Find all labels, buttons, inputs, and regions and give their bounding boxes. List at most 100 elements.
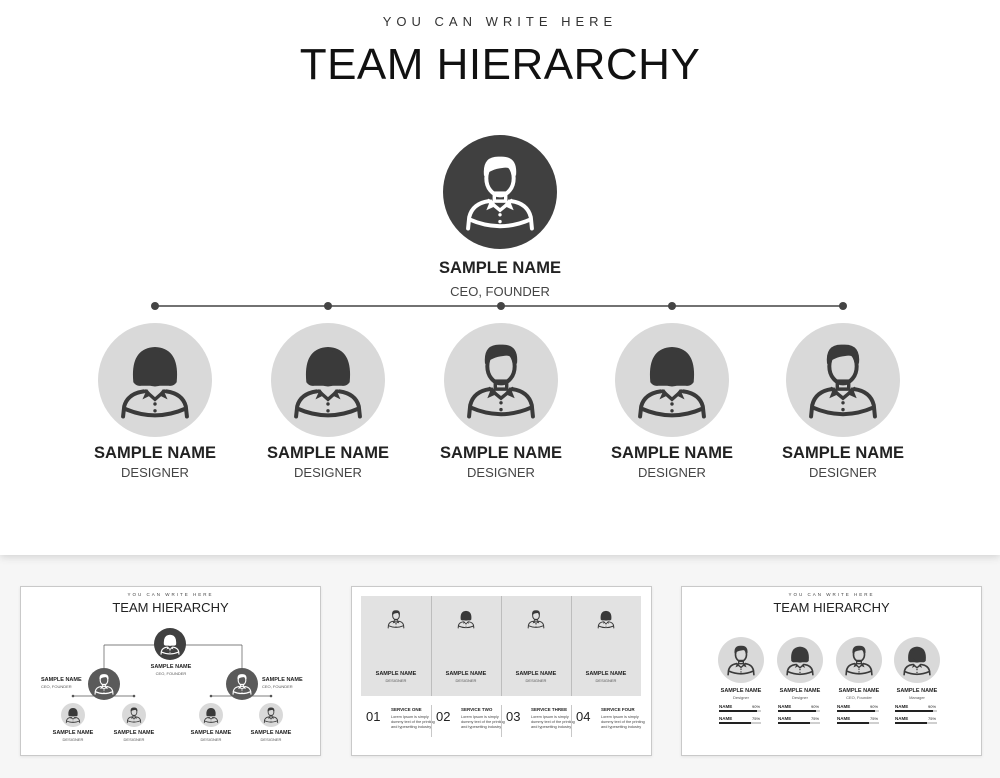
service-desc-line: and typesetting industry xyxy=(601,725,642,729)
female-person-icon xyxy=(894,637,940,683)
member-avatar xyxy=(122,703,146,727)
service-desc-line: and typesetting industry xyxy=(391,725,432,729)
member-avatar xyxy=(894,637,940,683)
member-role: DESIGNER xyxy=(467,465,535,480)
connector-dot xyxy=(324,302,332,310)
service-number: 03 xyxy=(506,709,521,724)
member-role: DESIGNER xyxy=(638,465,706,480)
female-person-icon xyxy=(777,637,823,683)
skill-percent: 90% xyxy=(811,704,820,709)
thumbnail-skill-bars[interactable]: YOU CAN WRITE HERE TEAM HIERARCHY SAMPLE… xyxy=(681,586,982,756)
member-name: SAMPLE NAME xyxy=(782,444,904,462)
thumbnail-service-cards[interactable]: SAMPLE NAME DESIGNER 01 SERVICE ONE Lore… xyxy=(351,586,652,756)
skill-bar-fill xyxy=(719,722,751,724)
member-avatar xyxy=(777,637,823,683)
member-avatar xyxy=(98,323,212,437)
member-avatar xyxy=(452,605,480,633)
member-avatar xyxy=(615,323,729,437)
member-avatar xyxy=(522,605,550,633)
member-name: SAMPLE NAME xyxy=(611,444,733,462)
slide-eyebrow: YOU CAN WRITE HERE xyxy=(382,14,618,29)
skill-bar-fill xyxy=(778,710,816,712)
skill-label: NAME xyxy=(895,716,909,721)
male-person-icon xyxy=(226,668,258,700)
skill-percent: 75% xyxy=(870,716,879,721)
card-role: DESIGNER xyxy=(525,678,547,683)
thumb-midleft-name: SAMPLE NAME xyxy=(41,677,82,683)
service-desc-line: dummy text of the printing xyxy=(601,720,645,724)
thumb-member-name: SAMPLE NAME xyxy=(190,730,232,736)
thumb-member-name: SAMPLE NAME xyxy=(113,730,155,736)
skill-bar-fill xyxy=(837,722,869,724)
member-role: DESIGNER xyxy=(809,465,877,480)
skill-label: NAME xyxy=(778,704,792,709)
thumb-member-role: DESIGNER xyxy=(62,737,84,742)
thumb-top-name: SAMPLE NAME xyxy=(150,664,192,670)
thumb-member-role: DESIGNER xyxy=(200,737,222,742)
card-name: SAMPLE NAME xyxy=(515,671,557,677)
service-desc-line: Lorem Ipsum is simply xyxy=(391,715,429,719)
male-person-icon xyxy=(443,135,557,249)
thumb-eyebrow: YOU CAN WRITE HERE xyxy=(127,592,214,597)
member-avatar xyxy=(444,323,558,437)
card-name: SAMPLE NAME xyxy=(585,671,627,677)
member-avatar xyxy=(592,605,620,633)
service-number: 04 xyxy=(576,709,591,724)
card-divider xyxy=(431,705,432,737)
skill-bar-fill xyxy=(719,710,757,712)
member-avatar xyxy=(786,323,900,437)
ceo-role: CEO, FOUNDER xyxy=(450,284,550,299)
service-desc-line: dummy text of the printing xyxy=(391,720,435,724)
skill-percent: 90% xyxy=(870,704,879,709)
service-desc-line: and typesetting industry xyxy=(461,725,502,729)
service-title: SERVICE ONE xyxy=(391,707,422,712)
service-desc-line: and typesetting industry xyxy=(531,725,572,729)
female-person-icon xyxy=(61,703,85,727)
female-person-icon xyxy=(271,323,385,437)
thumb-top-role: CEO, FOUNDER xyxy=(155,671,187,676)
male-person-icon xyxy=(522,605,550,633)
member-role: DESIGNER xyxy=(294,465,362,480)
skill-label: NAME xyxy=(895,704,909,709)
skill-label: NAME xyxy=(837,704,851,709)
female-person-icon xyxy=(615,323,729,437)
male-person-icon xyxy=(786,323,900,437)
thumb-member-role: DESIGNER xyxy=(260,737,282,742)
main-slide: YOU CAN WRITE HERE TEAM HIERARCHY SAMPLE… xyxy=(94,14,904,480)
ceo-name: SAMPLE NAME xyxy=(439,259,561,277)
skill-bar-fill xyxy=(895,710,933,712)
service-title: SERVICE FOUR xyxy=(601,707,635,712)
member-avatar xyxy=(718,637,764,683)
service-desc-line: Lorem Ipsum is simply xyxy=(601,715,639,719)
service-desc-line: Lorem Ipsum is simply xyxy=(461,715,499,719)
skill-label: NAME xyxy=(719,716,733,721)
male-person-icon xyxy=(382,605,410,633)
connector-dot xyxy=(839,302,847,310)
connector-dot xyxy=(497,302,505,310)
person-role: Manager xyxy=(909,695,925,700)
card-divider xyxy=(571,705,572,737)
connector-dot xyxy=(668,302,676,310)
person-role: CEO, Founder xyxy=(846,695,872,700)
member-avatar xyxy=(61,703,85,727)
member-name: SAMPLE NAME xyxy=(267,444,389,462)
female-person-icon xyxy=(592,605,620,633)
thumb-eyebrow: YOU CAN WRITE HERE xyxy=(788,592,875,597)
ceo-avatar xyxy=(443,135,557,249)
thumbnail-org-chart[interactable]: YOU CAN WRITE HERE TEAM HIERARCHY SAMPLE… xyxy=(20,586,321,756)
thumb-member-name: SAMPLE NAME xyxy=(250,730,292,736)
thumb-member-role: DESIGNER xyxy=(123,737,145,742)
skill-percent: 90% xyxy=(752,704,761,709)
thumb-midright-name: SAMPLE NAME xyxy=(262,677,303,683)
service-desc-line: Lorem Ipsum is simply xyxy=(531,715,569,719)
member-name: SAMPLE NAME xyxy=(94,444,216,462)
person-name: SAMPLE NAME xyxy=(838,688,880,694)
male-person-icon xyxy=(718,637,764,683)
connector-dot xyxy=(151,302,159,310)
card-role: DESIGNER xyxy=(385,678,407,683)
skill-label: NAME xyxy=(719,704,733,709)
service-number: 02 xyxy=(436,709,451,724)
thumb-member-name: SAMPLE NAME xyxy=(52,730,94,736)
connector-line xyxy=(151,302,847,310)
male-person-icon xyxy=(88,668,120,700)
